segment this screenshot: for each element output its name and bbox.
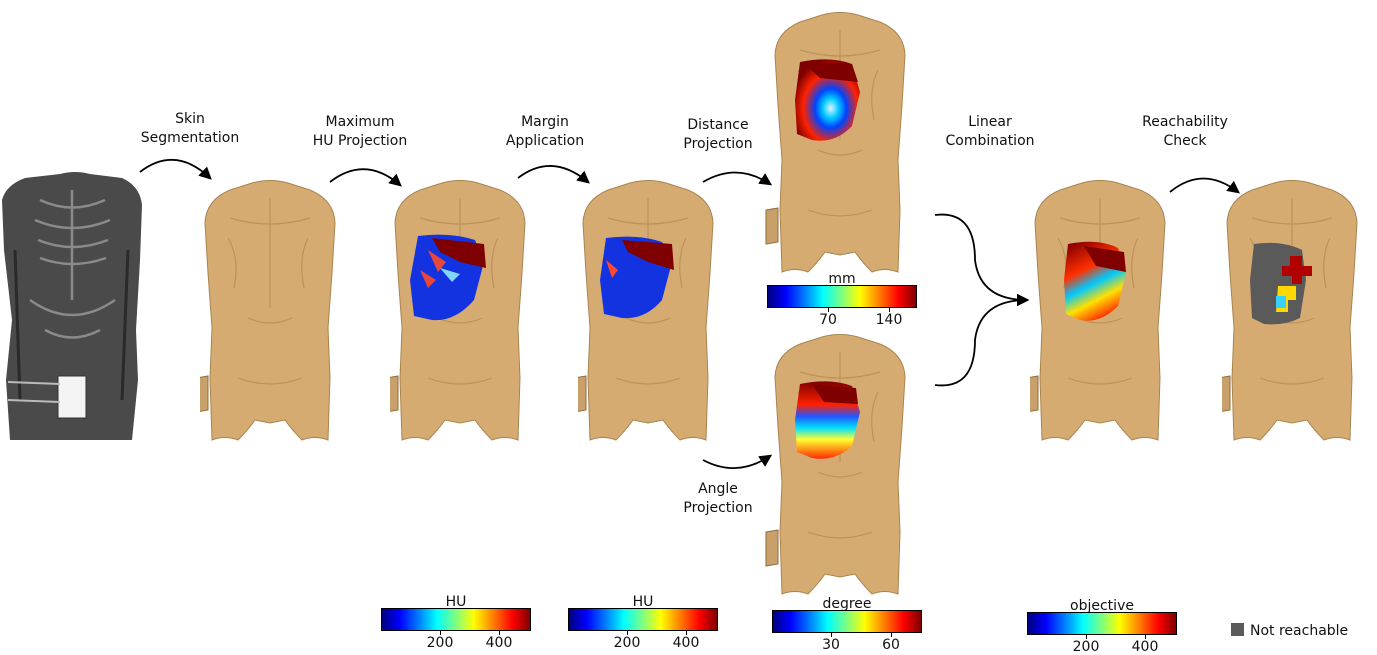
margin-torso: [578, 179, 714, 441]
colorbar-gradient: [568, 608, 718, 631]
label-distance: Distance Projection: [668, 116, 768, 154]
colorbar-tick-label: 60: [882, 637, 900, 653]
label-line: Segmentation: [140, 130, 240, 146]
label-line: HU Projection: [312, 133, 408, 149]
colorbar-tick: [891, 632, 892, 637]
linear-torso: [1030, 179, 1166, 441]
skin-torso: [200, 179, 336, 441]
colorbar-gradient: [772, 610, 922, 633]
reach-torso: [1222, 179, 1358, 441]
legend-not-reachable: Not reachable: [1231, 623, 1348, 639]
label-line: Check: [1163, 133, 1207, 149]
colorbar-tick-label: 200: [613, 635, 641, 651]
angle-torso: [765, 333, 906, 595]
colorbar-tick: [440, 630, 441, 635]
colorbar-tick: [889, 307, 890, 312]
colorbar-tick: [627, 630, 628, 635]
colorbar-tick: [831, 632, 832, 637]
label-line: Projection: [683, 500, 753, 516]
colorbar-tick: [1145, 634, 1146, 639]
colorbar-tick-label: 140: [875, 312, 903, 328]
ct-scan-image: [2, 172, 142, 440]
colorbar-tick: [1086, 634, 1087, 639]
label-max-hu: Maximum HU Projection: [300, 113, 420, 151]
colorbar-title: objective: [1070, 598, 1134, 614]
legend-label: Not reachable: [1250, 623, 1349, 639]
colorbar-gradient: [1027, 612, 1177, 635]
label-reachability: Reachability Check: [1130, 113, 1240, 151]
label-line: Reachability: [1142, 114, 1228, 130]
legend-swatch: [1231, 623, 1244, 636]
colorbar-tick-label: 30: [822, 637, 840, 653]
maxhu-torso: [390, 179, 526, 441]
label-line: Linear: [968, 114, 1012, 130]
colorbar-tick: [499, 630, 500, 635]
colorbar-tick-label: 200: [426, 635, 454, 651]
label-linear: Linear Combination: [935, 113, 1045, 151]
label-angle: Angle Projection: [668, 480, 768, 518]
colorbar-tick-label: 400: [672, 635, 700, 651]
colorbar-gradient: [767, 285, 917, 308]
colorbar-tick-label: 400: [485, 635, 513, 651]
label-line: Projection: [683, 136, 753, 152]
label-line: Margin: [521, 114, 569, 130]
label-line: Combination: [945, 133, 1035, 149]
colorbar-tick-label: 200: [1072, 639, 1100, 655]
colorbar-tick: [828, 307, 829, 312]
label-line: Maximum: [325, 114, 395, 130]
colorbar-title: HU: [445, 594, 467, 610]
label-margin: Margin Application: [490, 113, 600, 151]
colorbar-tick-label: 70: [819, 312, 837, 328]
colorbar-title: HU: [632, 594, 654, 610]
flow-arrows: [139, 159, 1240, 469]
distance-torso: [765, 11, 906, 273]
label-line: Angle: [698, 481, 738, 497]
colorbar-title: degree: [822, 596, 872, 612]
label-skin-segmentation: Skin Segmentation: [140, 110, 240, 148]
colorbar-title: mm: [828, 271, 856, 287]
colorbar-tick-label: 400: [1131, 639, 1159, 655]
label-line: Skin: [175, 111, 205, 127]
label-line: Distance: [687, 117, 749, 133]
colorbar-tick: [686, 630, 687, 635]
colorbar-gradient: [381, 608, 531, 631]
label-line: Application: [505, 133, 585, 149]
